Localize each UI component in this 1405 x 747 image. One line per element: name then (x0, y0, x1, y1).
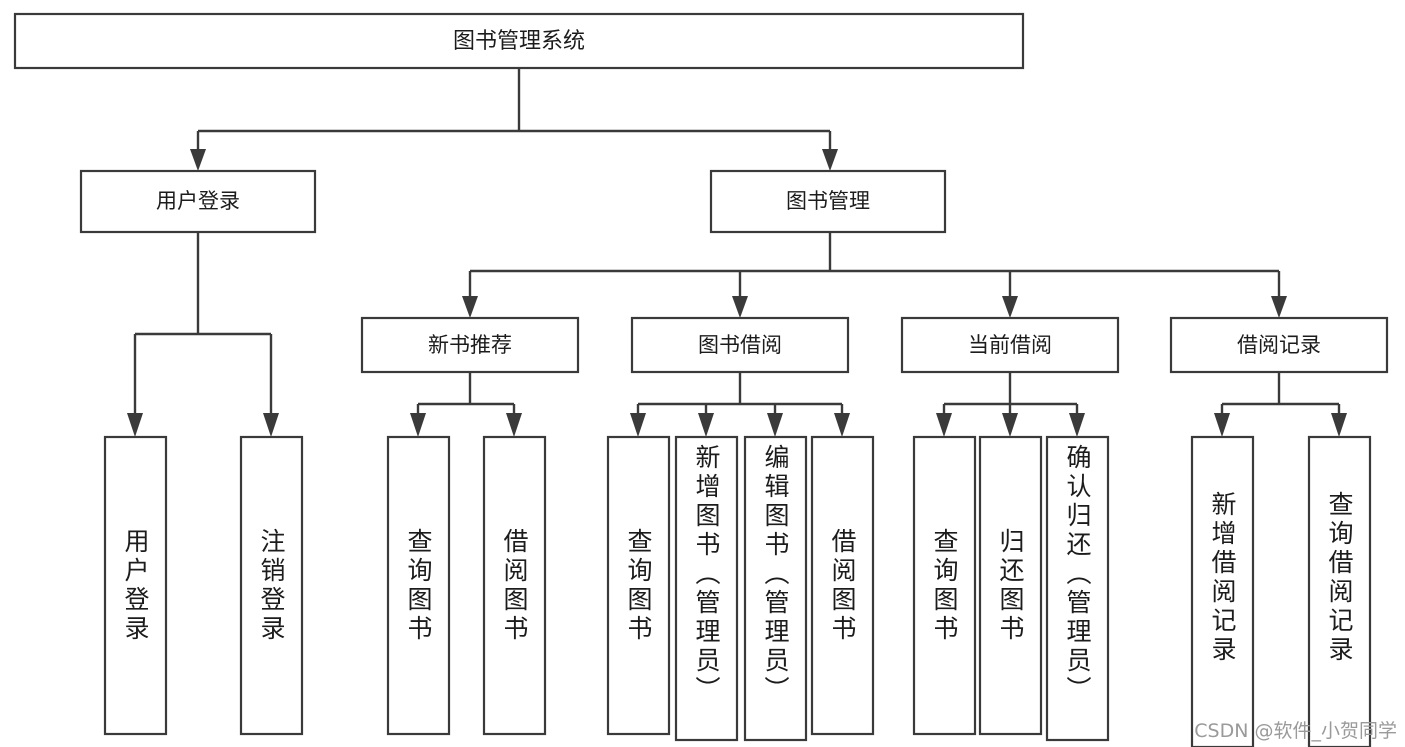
arrow-leaf-add-book (698, 413, 714, 437)
label-user-login: 用户登录 (156, 189, 240, 213)
arrow-leaf-add-record (1214, 413, 1230, 437)
arrow-leaf-query-book-3 (936, 413, 952, 437)
node-box-user-login[interactable] (79, 169, 317, 234)
arrow-leaf-return-book (1002, 413, 1018, 437)
arrow-leaf-query-record (1331, 413, 1347, 437)
node-box-leaf-borrow-book-1[interactable] (482, 435, 547, 736)
node-box-leaf-query-record[interactable] (1307, 435, 1372, 747)
node-box-leaf-confirm-return[interactable] (1045, 435, 1110, 742)
node-box-borrow-record[interactable] (1169, 316, 1389, 374)
node-box-leaf-return-book[interactable] (978, 435, 1043, 736)
arrow-leaf-user-logout (263, 413, 279, 437)
arrow-leaf-query-book-1 (410, 413, 426, 437)
node-box-layer (13, 12, 1389, 747)
node-box-leaf-edit-book[interactable] (743, 435, 808, 742)
connector-layer (127, 68, 1347, 437)
arrow-current-borrow (1002, 296, 1018, 318)
arrow-leaf-query-book-2 (630, 413, 646, 437)
label-new-book-recommend: 新书推荐 (428, 333, 512, 357)
arrow-leaf-borrow-book-2 (834, 413, 850, 437)
arrow-borrow-record (1271, 296, 1287, 318)
node-box-leaf-add-record[interactable] (1190, 435, 1255, 747)
node-box-root[interactable] (13, 12, 1025, 70)
arrow-leaf-confirm-return (1069, 413, 1085, 437)
node-box-leaf-query-book-2[interactable] (606, 435, 671, 736)
arrow-user-login (190, 149, 206, 171)
node-box-book-borrow[interactable] (630, 316, 850, 374)
label-current-borrow: 当前借阅 (968, 333, 1052, 357)
arrow-leaf-user-login (127, 413, 143, 437)
arrow-book-management (822, 149, 838, 171)
node-box-current-borrow[interactable] (900, 316, 1120, 374)
node-box-leaf-borrow-book-2[interactable] (810, 435, 875, 736)
label-root: 图书管理系统 (453, 29, 585, 54)
node-box-book-management[interactable] (709, 169, 947, 234)
label-book-borrow: 图书借阅 (698, 333, 782, 357)
node-box-leaf-query-book-3[interactable] (912, 435, 977, 736)
node-box-leaf-add-book[interactable] (674, 435, 739, 742)
node-box-new-book-recommend[interactable] (360, 316, 580, 374)
node-box-leaf-user-logout[interactable] (239, 435, 304, 736)
arrow-book-borrow (732, 296, 748, 318)
horizontal-label-layer: 图书管理系统 用户登录 图书管理 新书推荐 图书借阅 当前借阅 借阅记录 (156, 29, 1321, 357)
arrow-new-book-recommend (462, 296, 478, 318)
arrow-leaf-borrow-book-1 (506, 413, 522, 437)
label-book-management: 图书管理 (786, 189, 870, 213)
arrow-leaf-edit-book (767, 413, 783, 437)
node-box-leaf-user-login[interactable] (103, 435, 168, 736)
node-box-leaf-query-book-1[interactable] (386, 435, 451, 736)
label-borrow-record: 借阅记录 (1237, 333, 1321, 357)
